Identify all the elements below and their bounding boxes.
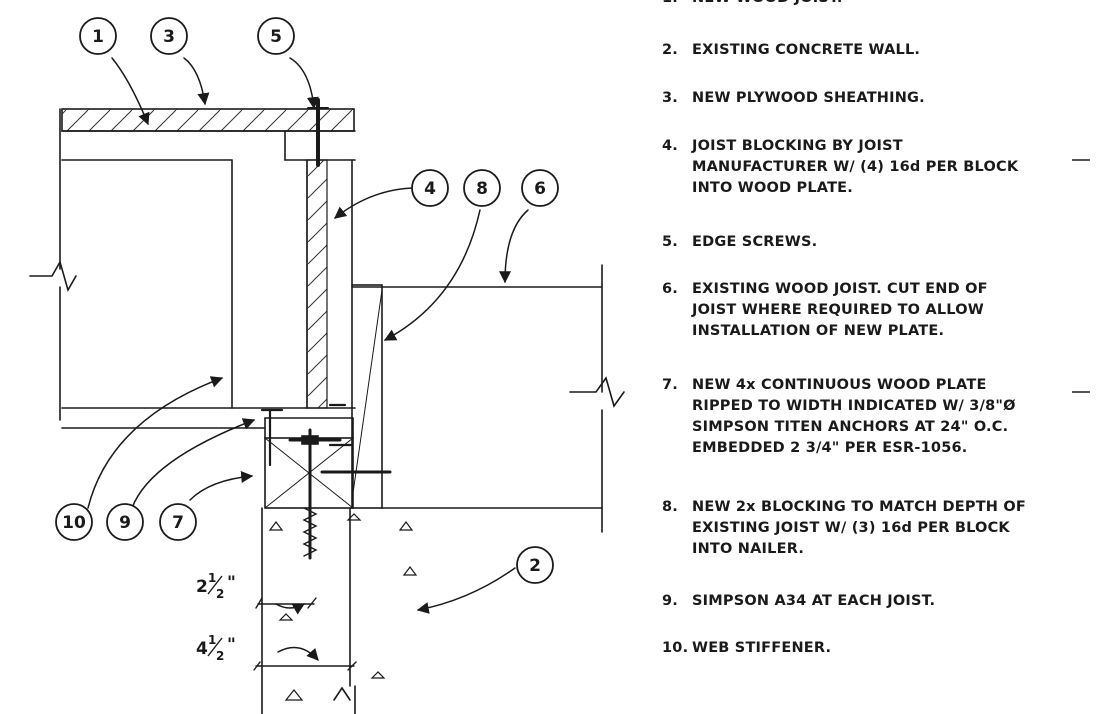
leader-lines <box>87 57 529 661</box>
svg-text:3: 3 <box>163 27 175 47</box>
svg-text:4: 4 <box>424 179 436 199</box>
svg-text:8: 8 <box>476 179 488 199</box>
svg-text:2: 2 <box>216 587 224 601</box>
note-tick-marks <box>1072 159 1090 393</box>
note-item: 5.EDGE SCREWS. <box>662 234 818 250</box>
svg-text:2: 2 <box>216 649 224 663</box>
svg-text:2: 2 <box>196 577 208 597</box>
titen-anchor <box>301 428 319 560</box>
svg-text:7: 7 <box>172 513 184 533</box>
svg-text:": " <box>227 573 236 593</box>
plywood-sheathing <box>61 108 355 132</box>
svg-text:5: 5 <box>270 27 282 47</box>
note-item: 6.EXISTING WOOD JOIST. CUT END OF JOIST … <box>662 281 988 339</box>
existing-concrete-wall <box>261 507 418 714</box>
note-item: 4.JOIST BLOCKING BY JOIST MANUFACTURER W… <box>662 138 1019 196</box>
callout-8: 8 <box>463 169 501 207</box>
dimension-label-4-1-2: 4 1 2 " <box>196 633 236 663</box>
note-item: 9.SIMPSON A34 AT EACH JOIST. <box>662 593 936 609</box>
dimension-label-2-1-2: 2 1 2 " <box>196 571 236 601</box>
note-item: 10.WEB STIFFENER. <box>662 640 832 656</box>
callout-4: 4 <box>411 169 449 207</box>
existing-wood-joist <box>351 264 625 533</box>
callout-5: 5 <box>257 17 295 55</box>
callout-9: 9 <box>106 503 144 541</box>
callout-bubbles: 1 3 5 4 8 6 10 9 <box>55 17 559 584</box>
note-item: 7.NEW 4x CONTINUOUS WOOD PLATE RIPPED TO… <box>662 377 1016 456</box>
joist-blocking <box>306 159 328 409</box>
blocking-2x <box>351 284 383 509</box>
svg-text:6: 6 <box>534 179 546 199</box>
svg-text:10: 10 <box>62 513 86 533</box>
callout-1: 1 <box>79 17 117 55</box>
note-item: 3.NEW PLYWOOD SHEATHING. <box>662 90 925 106</box>
svg-text:9: 9 <box>119 513 131 533</box>
svg-text:1: 1 <box>92 27 104 47</box>
svg-text:1: 1 <box>208 571 216 585</box>
callout-7: 7 <box>159 503 197 541</box>
svg-text:2: 2 <box>529 556 541 576</box>
new-wood-joist <box>29 108 356 429</box>
callout-2: 2 <box>516 546 554 584</box>
callout-6: 6 <box>521 169 559 207</box>
svg-text:4: 4 <box>196 639 208 659</box>
svg-text:": " <box>227 635 236 655</box>
note-item: 1.NEW WOOD JOIST. <box>662 0 1092 9</box>
callout-3: 3 <box>150 17 188 55</box>
svg-text:1: 1 <box>208 633 216 647</box>
dimension-lines <box>253 597 357 671</box>
note-item: 2.EXISTING CONCRETE WALL. <box>662 42 921 58</box>
callout-10: 10 <box>55 503 93 541</box>
note-item: 8.NEW 2x BLOCKING TO MATCH DEPTH OF EXIS… <box>662 499 1027 557</box>
